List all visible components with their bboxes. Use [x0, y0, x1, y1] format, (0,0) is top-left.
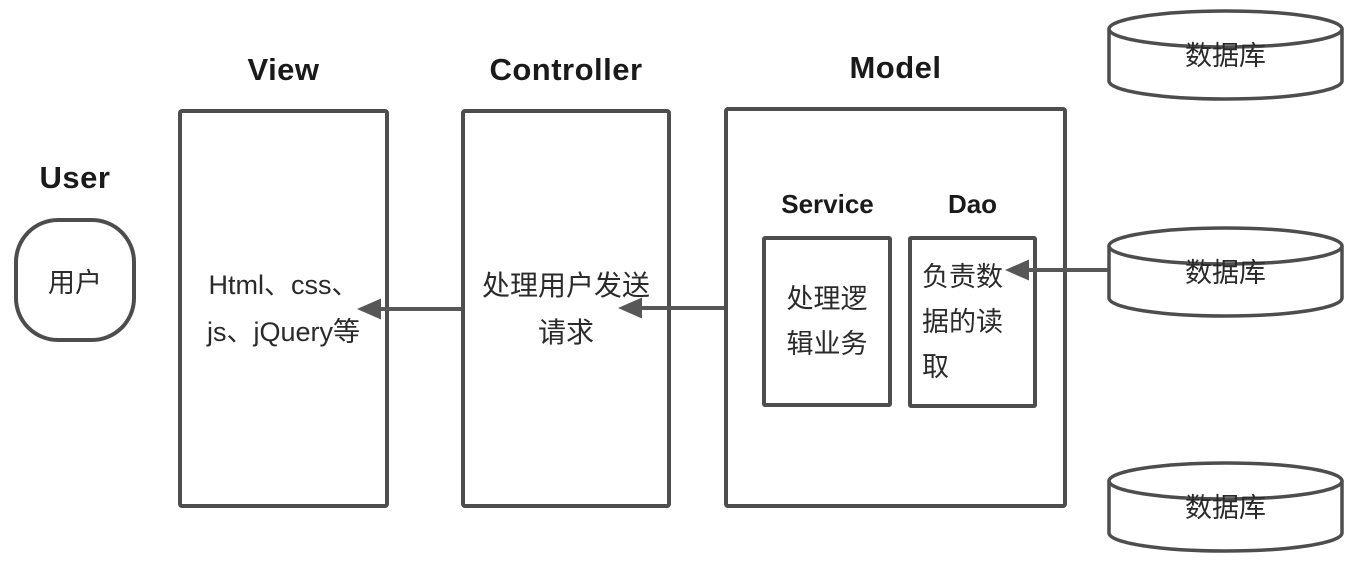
view-text-line-1: Html、css、 [208, 269, 359, 300]
service-box: 处理逻 辑业务 [762, 236, 892, 407]
view-box-text: Html、css、 js、jQuery等 [207, 262, 360, 356]
controller-box-text: 处理用户发送 请求 [482, 262, 650, 356]
database-cylinder-top: 数据库 [1106, 8, 1345, 103]
model-title: Model [849, 50, 942, 85]
dao-box-text: 负责数 据的读 取 [912, 255, 1033, 390]
database-cylinder-icon [1107, 461, 1344, 553]
view-text-line-2: js、jQuery等 [206, 316, 361, 347]
dao-box: 负责数 据的读 取 [908, 236, 1037, 408]
view-box: Html、css、 js、jQuery等 [178, 109, 389, 508]
database-cylinder-bottom: 数据库 [1106, 460, 1345, 555]
dao-text-line-1: 负责数 [922, 261, 1003, 292]
model-box: Service Dao 处理逻 辑业务 负责数 据的读 取 [724, 107, 1067, 508]
controller-text-line-2: 请求 [537, 316, 594, 348]
service-text-line-2: 辑业务 [786, 328, 868, 359]
database-cylinder-icon [1107, 226, 1344, 318]
view-title: View [247, 52, 320, 87]
user-shape-label: 用户 [48, 267, 102, 298]
database-label: 数据库 [1185, 258, 1266, 288]
service-text-line-1: 处理逻 [786, 283, 868, 314]
controller-box: 处理用户发送 请求 [461, 109, 671, 508]
dao-text-line-2: 据的读 [922, 306, 1003, 337]
service-box-text: 处理逻 辑业务 [787, 277, 868, 367]
database-label: 数据库 [1185, 41, 1266, 71]
database-label: 数据库 [1185, 493, 1266, 523]
database-cylinder-middle: 数据库 [1106, 225, 1345, 320]
controller-text-line-1: 处理用户发送 [481, 269, 650, 301]
dao-label: Dao [947, 189, 998, 219]
service-label: Service [781, 189, 874, 219]
database-cylinder-icon [1107, 9, 1344, 101]
user-title: User [39, 160, 111, 195]
controller-title: Controller [489, 52, 643, 87]
dao-text-line-3: 取 [922, 351, 949, 382]
user-shape: 用户 [14, 218, 136, 342]
